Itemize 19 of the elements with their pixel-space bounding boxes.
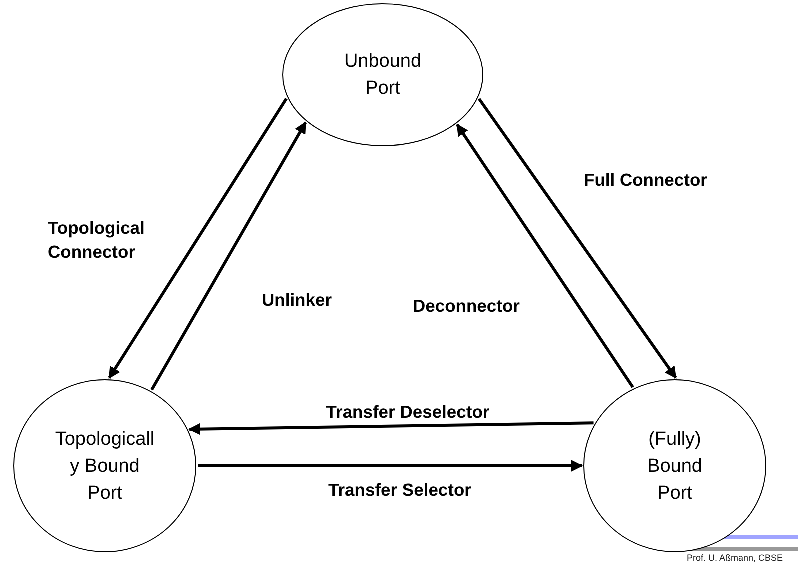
arrow [150,122,308,391]
arrow [478,98,678,379]
state-name: Topologicall y Bound Port [55,428,155,506]
state-ellipse [282,3,484,147]
state-name: Unbound Port [344,50,422,101]
state-ellipse [13,379,197,553]
state-name: (Fully) Bound Port [648,428,702,506]
arrow [188,422,594,436]
edge-label: Full Connector [584,169,708,192]
state-ellipse [583,379,767,553]
edge-label: Deconnector [413,295,521,318]
arrow [456,124,634,388]
arrow [198,460,584,472]
edge-label: Transfer Selector [328,479,472,502]
arrow [108,98,288,380]
edge-label: Unlinker [262,289,334,312]
edge-label: Transfer Deselector [326,401,490,424]
edge-label: Topological Connector [48,217,146,264]
footer-text: Prof. U. Aßmann, CBSE [687,553,784,563]
